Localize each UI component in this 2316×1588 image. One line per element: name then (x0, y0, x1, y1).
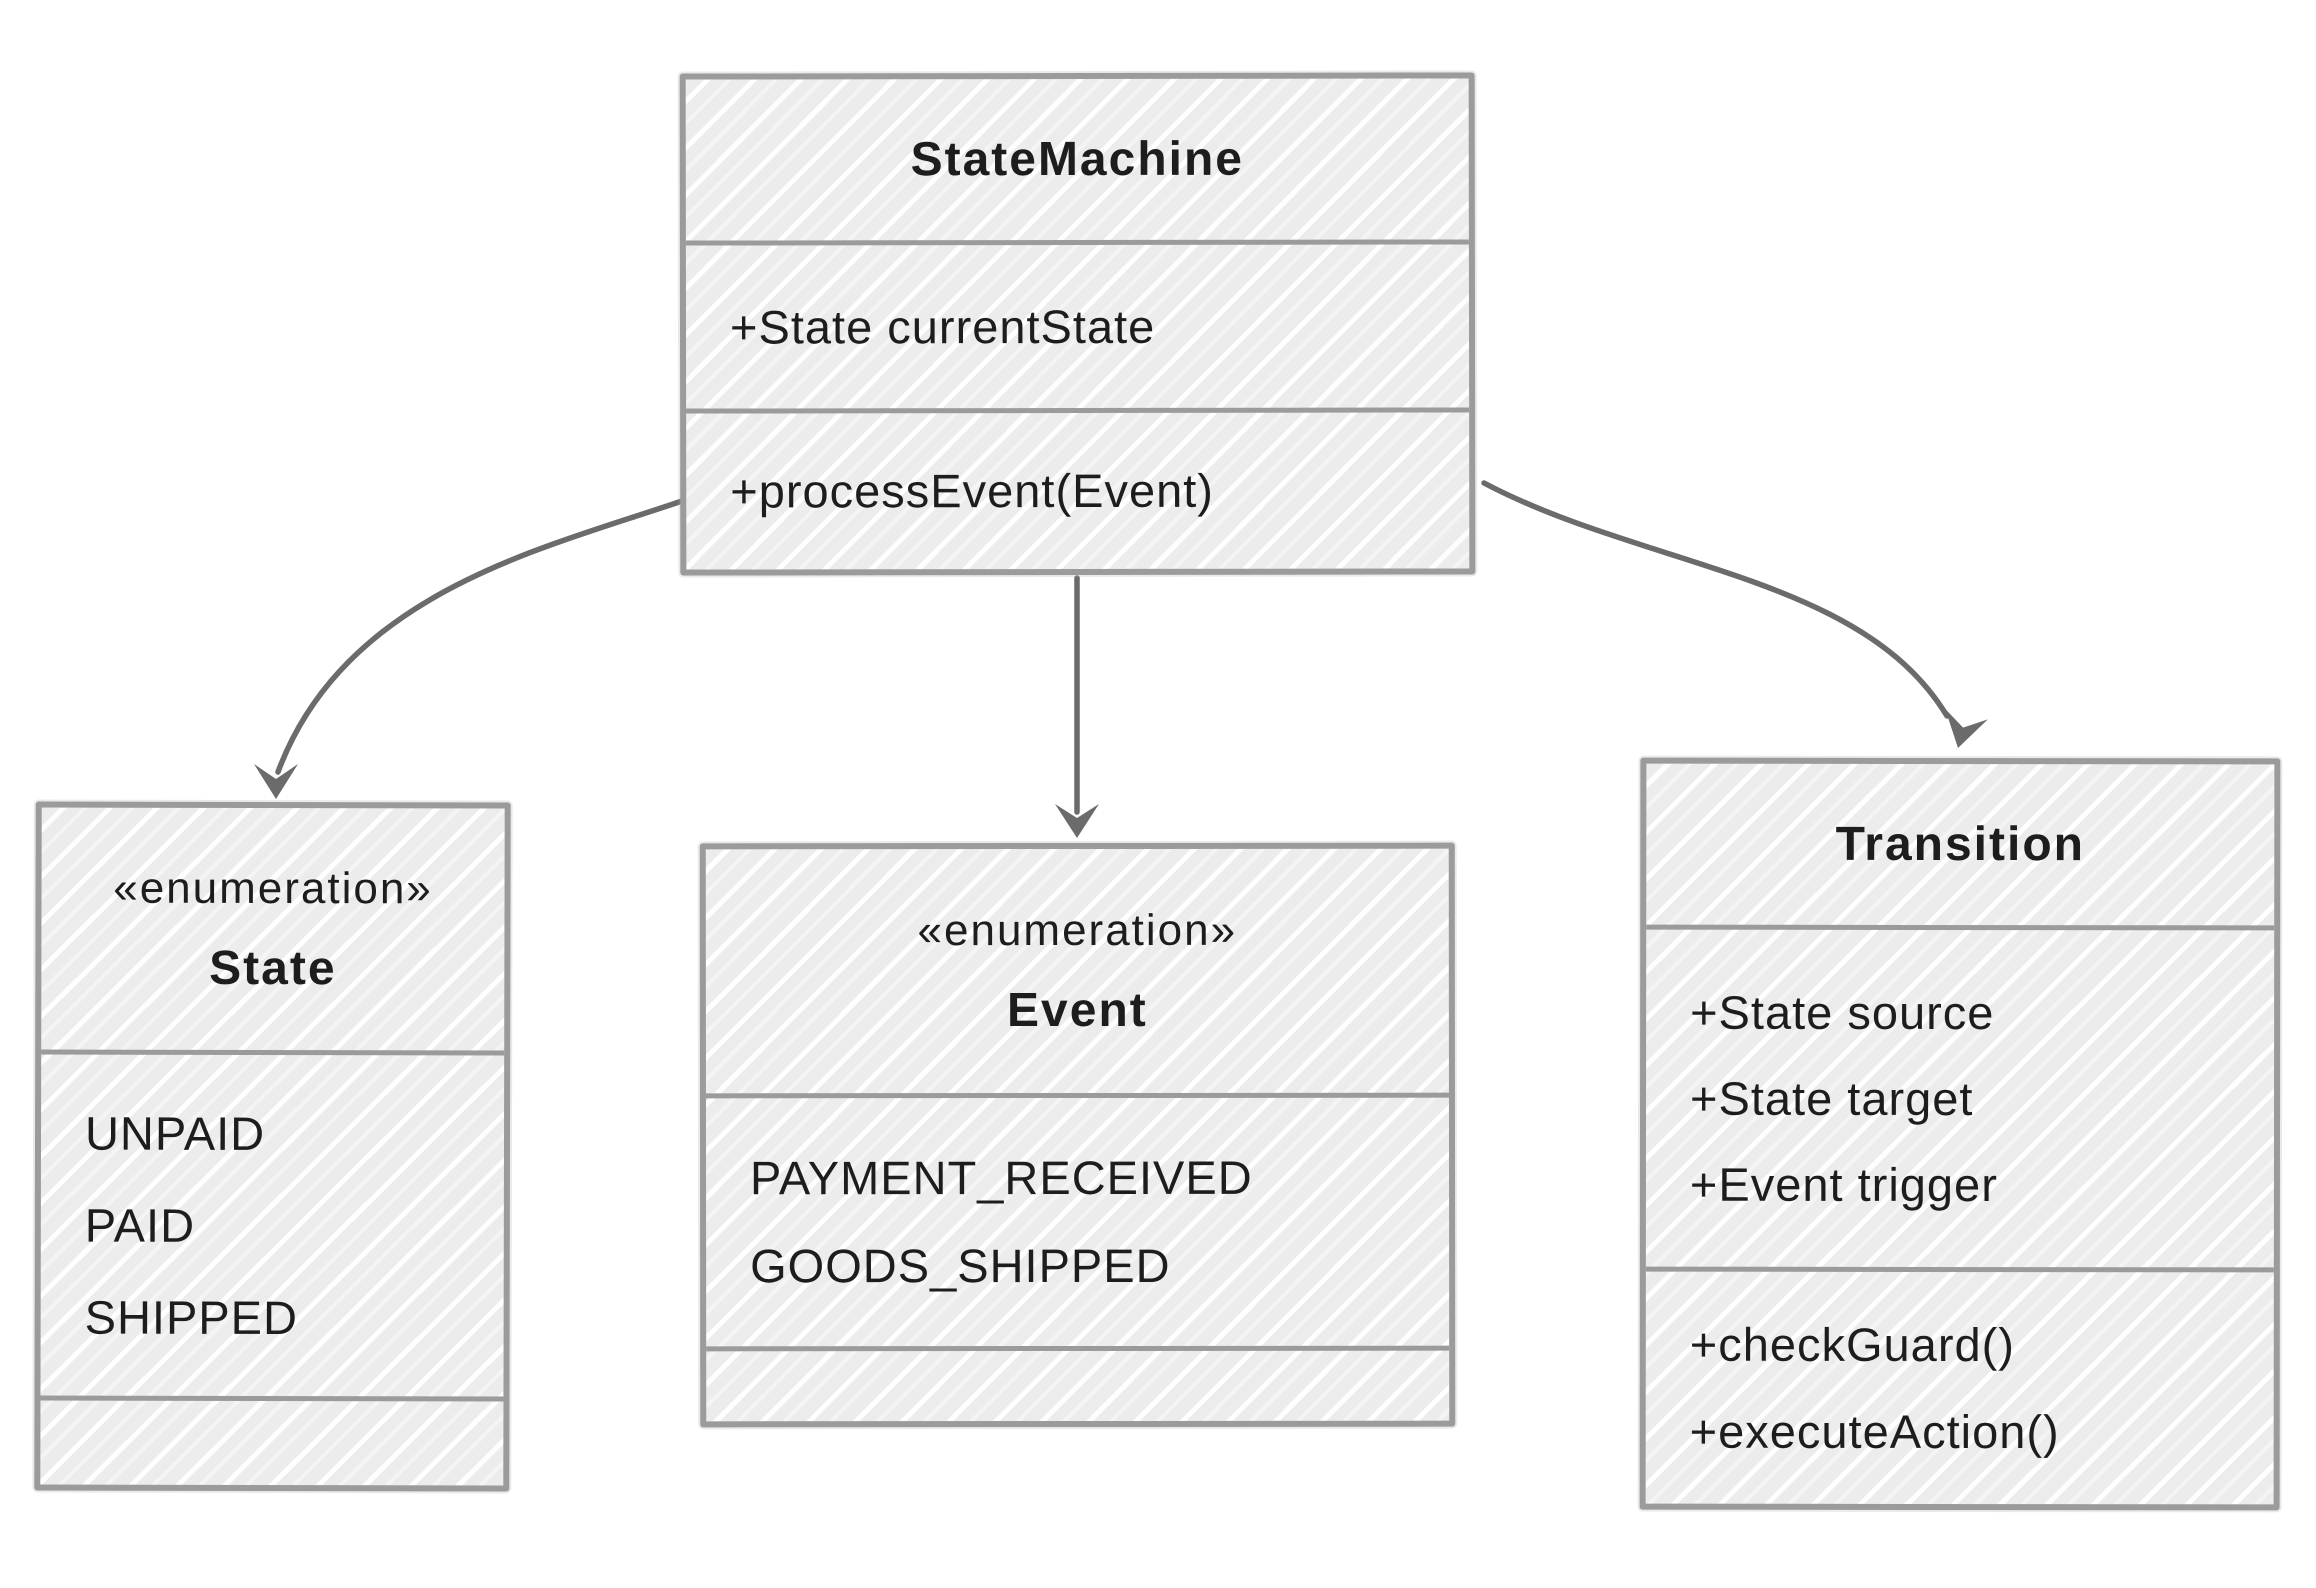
enum-value: UNPAID (84, 1106, 266, 1160)
attribute: +State source (1690, 985, 1995, 1039)
class-box-statemachine: StateMachine +State currentState +proces… (679, 72, 1476, 576)
attribute: +State currentState (729, 299, 1156, 353)
attributes-compartment: +State source +State target +Event trigg… (1645, 924, 2275, 1268)
class-title-compartment: Transition (1646, 764, 2274, 926)
enum-box-event: «enumeration» Event PAYMENT_RECEIVED GOO… (699, 842, 1456, 1428)
attribute: +Event trigger (1689, 1157, 1998, 1211)
class-name: StateMachine (910, 132, 1245, 186)
class-title-compartment: StateMachine (686, 78, 1469, 240)
stereotype-label: «enumeration» (113, 863, 433, 914)
enum-values-compartment: PAYMENT_RECEIVED GOODS_SHIPPED (705, 1092, 1450, 1347)
arrow-statemachine-to-transition (1481, 480, 1988, 748)
enum-box-state: «enumeration» State UNPAID PAID SHIPPED (34, 801, 511, 1492)
attributes-compartment: +State currentState (685, 239, 1470, 409)
empty-compartment (706, 1345, 1450, 1422)
arrow-statemachine-to-event (1055, 575, 1099, 838)
enum-value: PAYMENT_RECEIVED (750, 1150, 1253, 1205)
attribute: +State target (1690, 1071, 1974, 1125)
method: +checkGuard() (1689, 1317, 2015, 1372)
enum-value: PAID (84, 1198, 196, 1252)
enum-values-compartment: UNPAID PAID SHIPPED (40, 1049, 505, 1397)
method: +executeAction() (1689, 1404, 2060, 1459)
enum-value: GOODS_SHIPPED (750, 1238, 1171, 1293)
class-name: Transition (1835, 817, 2086, 871)
enum-header-compartment: «enumeration» State (41, 808, 505, 1051)
class-box-transition: Transition +State source +State target +… (1639, 757, 2281, 1511)
enum-name: Event (1007, 983, 1148, 1038)
enum-name: State (209, 941, 337, 996)
stereotype-label: «enumeration» (917, 905, 1238, 956)
methods-compartment: +processEvent(Event) (686, 407, 1470, 570)
arrow-statemachine-to-state (254, 498, 685, 799)
methods-compartment: +checkGuard() +executeAction() (1645, 1266, 2274, 1505)
enum-value: SHIPPED (84, 1290, 299, 1344)
method: +processEvent(Event) (730, 463, 1214, 518)
enum-header-compartment: «enumeration» Event (706, 849, 1449, 1094)
empty-compartment (40, 1395, 504, 1486)
